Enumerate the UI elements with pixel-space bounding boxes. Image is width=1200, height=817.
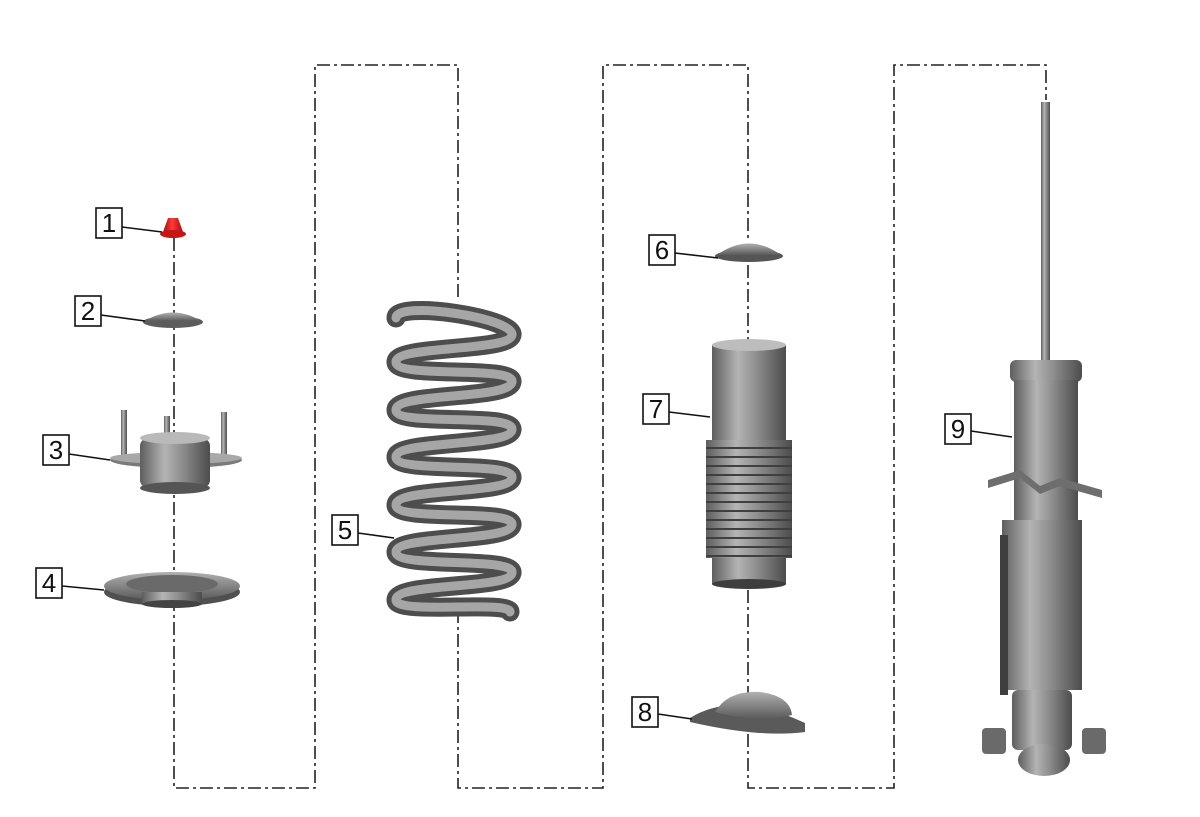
leader-line-1 [121, 226, 163, 233]
leader-line-7 [668, 411, 711, 418]
part-9-shock-absorber [982, 102, 1106, 776]
part-5-coil-spring [386, 301, 522, 622]
leader-line-4 [61, 585, 105, 591]
leader-lines [61, 226, 1013, 720]
callout-label-4: 4 [42, 568, 56, 598]
leader-line-9 [970, 430, 1013, 438]
callout-7: 7 [642, 393, 670, 425]
leader-line-3 [68, 453, 111, 461]
callout-label-6: 6 [655, 235, 669, 265]
part-1-nut [160, 218, 186, 238]
callout-label-3: 3 [49, 435, 63, 465]
callout-9: 9 [944, 413, 972, 445]
part-7-dust-boot [706, 339, 792, 589]
leader-line-6 [674, 252, 719, 259]
part-4-lower-spring-seat [104, 572, 240, 608]
callout-2: 2 [74, 295, 102, 327]
assembly-guide-lines [173, 64, 1047, 789]
part-6-bump-stop-cap [715, 243, 783, 262]
callout-8: 8 [631, 696, 659, 728]
callout-label-2: 2 [81, 296, 95, 326]
part-2-upper-washer [143, 312, 203, 328]
callout-4: 4 [35, 567, 63, 599]
callout-3: 3 [42, 434, 70, 466]
callout-label-5: 5 [338, 515, 352, 545]
leader-line-2 [100, 314, 146, 322]
part-3-strut-mount [110, 410, 242, 494]
callout-label-8: 8 [638, 697, 652, 727]
callout-label-7: 7 [649, 394, 663, 424]
assembly-line-group-2 [457, 64, 749, 789]
callout-6: 6 [648, 234, 676, 266]
part-8-lower-bumper [690, 691, 805, 734]
callout-label-9: 9 [951, 414, 965, 444]
callout-1: 1 [95, 207, 123, 239]
callout-5: 5 [331, 514, 359, 546]
leader-line-8 [657, 713, 693, 720]
assembly-line-group-1 [173, 64, 459, 789]
assembly-line-group-3 [747, 64, 1047, 789]
leader-line-5 [357, 532, 395, 539]
callout-label-1: 1 [102, 208, 116, 238]
